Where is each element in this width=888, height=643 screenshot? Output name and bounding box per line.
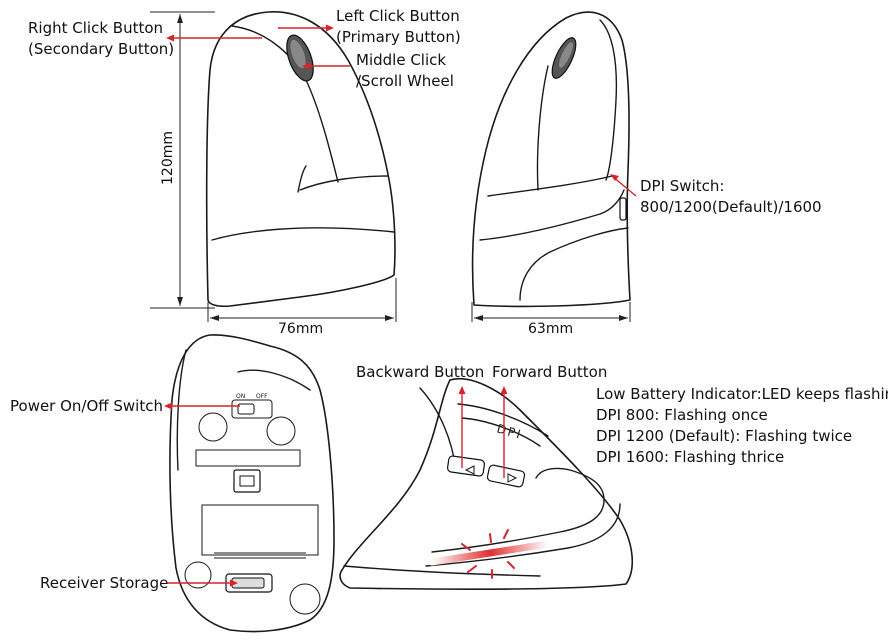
middle-click-line2: /Scroll Wheel [356, 72, 454, 90]
led-note-dpi-1600: DPI 1600: Flashing thrice [596, 448, 785, 466]
dpi-device-text: DPI [495, 421, 524, 442]
right-click-line2: (Secondary Button) [28, 40, 175, 58]
sensor-window [195, 449, 301, 467]
thumb-side-body [339, 378, 634, 590]
receiver-storage-label: Receiver Storage [40, 574, 169, 592]
thumb-groove [431, 467, 605, 553]
bottom-foot-bottom-left [184, 561, 212, 589]
dpi-switch-arrow [610, 174, 637, 197]
bottom-foot-top-left [198, 412, 228, 442]
dpi-switch-line1: DPI Switch: [640, 177, 725, 195]
led-note-dpi-800: DPI 800: Flashing once [596, 406, 768, 424]
left-click-line2: (Primary Button) [336, 28, 461, 46]
bottom-callout-arrows [164, 402, 240, 587]
middle-click-line1: Middle Click [356, 51, 447, 69]
power-switch-plate [231, 399, 273, 419]
front-view-mouse [205, 11, 396, 308]
led-note-dpi-1200: DPI 1200 (Default): Flashing twice [596, 427, 853, 445]
led-note-low-battery: Low Battery Indicator:LED keeps flashing [596, 385, 888, 403]
on-mark: ON [236, 393, 245, 400]
front-view-body [205, 11, 396, 308]
right-click-label: Right Click Button (Secondary Button) [28, 18, 174, 60]
power-switch-label: Power On/Off Switch [10, 397, 163, 415]
front-view-base-curve [211, 227, 395, 241]
led-strip [428, 540, 552, 566]
forward-button-label: Forward Button [492, 363, 608, 381]
right-click-line1: Right Click Button [28, 19, 164, 37]
bottom-foot-top-right [266, 416, 296, 446]
battery-cover [201, 504, 319, 556]
height-label: 120mm [160, 131, 176, 185]
dpi-switch-label: DPI Switch: 800/1200(Default)/1600 [640, 176, 822, 218]
left-click-line1: Left Click Button [336, 7, 460, 25]
forward-button [486, 464, 526, 488]
height-dimension [150, 11, 215, 309]
left-click-label: Left Click Button (Primary Button) [336, 6, 461, 48]
width-front-label: 76mm [278, 321, 324, 337]
front-view-thumb-rest [299, 175, 389, 191]
off-mark: OFF [256, 393, 268, 400]
middle-click-label: Middle Click /Scroll Wheel [356, 50, 454, 92]
bottom-foot-bottom-right [289, 583, 321, 615]
dpi-switch-line2: 800/1200(Default)/1600 [640, 198, 822, 216]
backward-button [446, 455, 486, 477]
thumb-callout-arrows [458, 386, 508, 478]
width-side-dimension [471, 302, 631, 322]
side-view-mouse [471, 11, 631, 308]
bottom-view-mouse [169, 334, 335, 633]
thumb-side-mouse: DPI [339, 378, 634, 590]
front-callout-arrows [166, 24, 350, 70]
width-front-dimension [207, 278, 397, 322]
dpi-switch [619, 197, 627, 221]
led-notes: Low Battery Indicator:LED keeps flashing… [596, 384, 888, 468]
side-view-body [471, 11, 631, 308]
side-view-top-ridge [536, 65, 549, 191]
width-side-label: 63mm [528, 321, 574, 337]
led-rays [461, 529, 515, 579]
backward-button-label: Backward Button [356, 363, 485, 381]
